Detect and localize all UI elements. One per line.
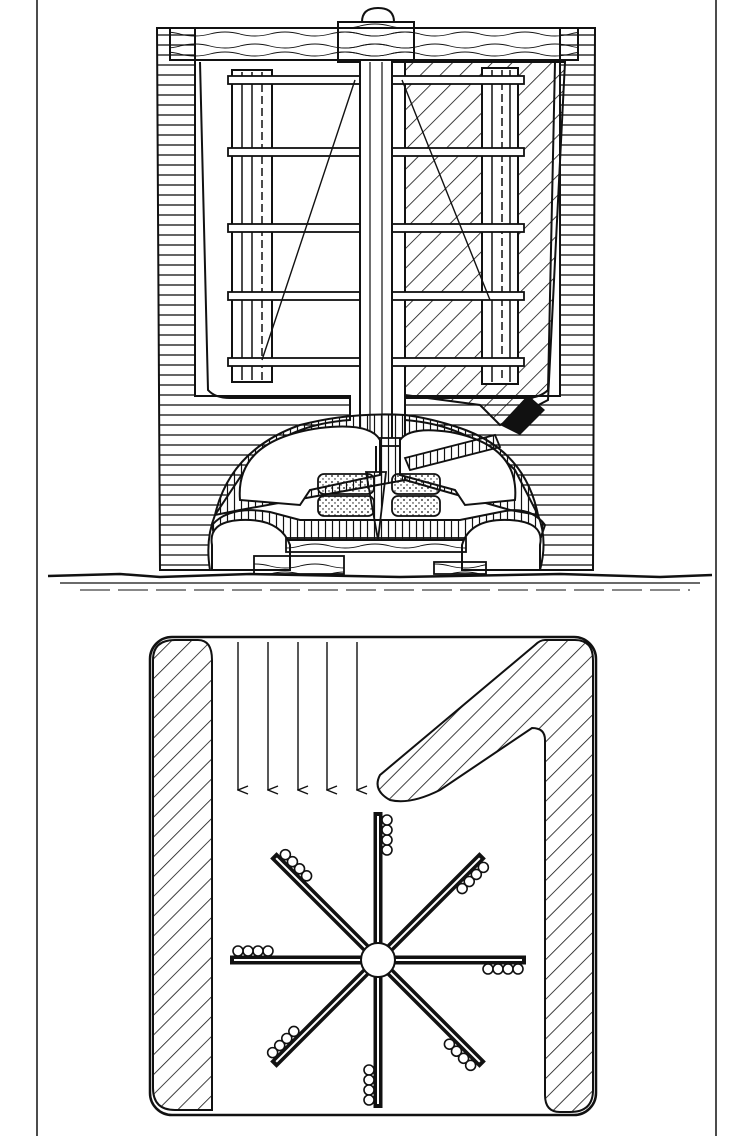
rotor-blade (230, 945, 378, 965)
plan-view (148, 635, 598, 1117)
rotor-blade (378, 955, 526, 975)
rotor-blade (374, 852, 490, 964)
base-plate (285, 537, 467, 553)
millstone-left-upper (317, 473, 375, 495)
rotor-blade (270, 848, 382, 964)
bearing-block (337, 21, 415, 63)
rotor-blade (266, 956, 382, 1068)
millstone-right-upper (391, 473, 441, 495)
foot-block-left (253, 555, 345, 575)
brace-rope-left (261, 79, 356, 361)
ground-line (47, 572, 713, 579)
rotor-blade (363, 960, 383, 1108)
lower-band (210, 509, 547, 541)
sloped-beam (403, 433, 502, 472)
plan-rotor (230, 812, 526, 1108)
rotor-hub (360, 942, 396, 978)
shaft-cap (360, 6, 396, 23)
main-shaft (359, 59, 393, 443)
airflow-arrows (238, 642, 357, 790)
millstone-right-lower (391, 495, 441, 517)
plan-right-wall-deflector (376, 639, 594, 1113)
rotor-blade (374, 956, 486, 1072)
plan-left-wall (152, 639, 213, 1111)
baffle-tip (500, 395, 545, 435)
foot-block-right (433, 561, 487, 575)
rotor-blade (373, 812, 393, 960)
millstone-left-lower (317, 495, 375, 517)
brace-rope-right (401, 79, 491, 301)
elevation-view (47, 6, 713, 591)
